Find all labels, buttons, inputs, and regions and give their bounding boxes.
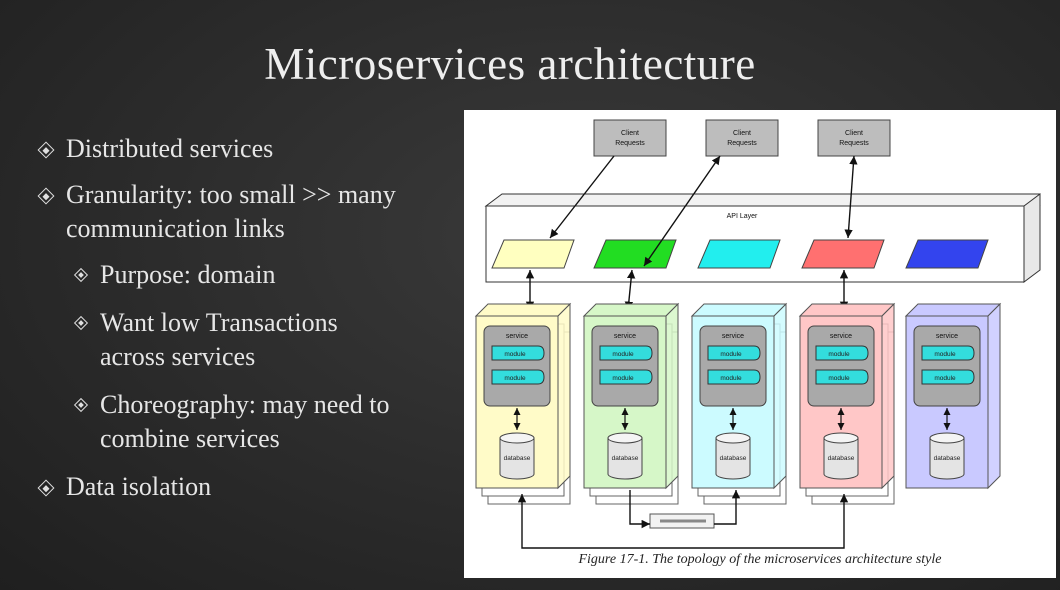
module-label: module: [504, 375, 526, 382]
channel-connector: [517, 494, 849, 549]
diamond-bullet-icon: [73, 397, 89, 413]
database-label: database: [720, 455, 747, 462]
service-label: service: [936, 333, 958, 340]
client-label-line2: Requests: [615, 140, 645, 147]
bullet-text: Choreography: may need to combine servic…: [100, 390, 390, 453]
request-arrow: [643, 155, 721, 267]
bullet-item: Distributed services: [36, 132, 456, 166]
client-label-line2: Requests: [727, 140, 757, 147]
service-component: service module module database: [474, 302, 572, 505]
slide-title: Microservices architecture: [264, 39, 756, 89]
client-requests-box: Client Requests: [593, 119, 667, 157]
service-label: service: [830, 333, 852, 340]
service-component: service module module database: [798, 302, 896, 505]
bullet-item: Data isolation: [36, 470, 456, 504]
diamond-bullet-icon: [37, 479, 55, 497]
module-box: [921, 345, 975, 361]
figure-caption: Figure 17-1. The topology of the microse…: [578, 552, 942, 567]
module-label: module: [828, 351, 850, 358]
database-label: database: [828, 455, 855, 462]
bullet-text: Data isolation: [66, 472, 212, 501]
database-cylinder: [715, 432, 751, 444]
module-label: module: [612, 351, 634, 358]
diamond-bullet-icon: [73, 315, 89, 331]
sub-bullet-item: Purpose: domain: [36, 258, 456, 292]
api-layer: API Layer: [484, 193, 1041, 283]
diamond-bullet-icon: [37, 141, 55, 159]
client-requests-box: Client Requests: [705, 119, 779, 157]
module-box: [491, 345, 545, 361]
client-label-line1: Client: [845, 130, 863, 137]
service-component: service module module database: [904, 302, 1002, 490]
database-cylinder: [929, 432, 965, 444]
module-box: [599, 345, 653, 361]
database-cylinder: [499, 432, 535, 444]
api-endpoint: [801, 239, 885, 269]
module-label: module: [934, 351, 956, 358]
module-box: [921, 369, 975, 385]
module-label: module: [504, 351, 526, 358]
module-box: [815, 345, 869, 361]
api-endpoint: [905, 239, 989, 269]
service-label: service: [614, 333, 636, 340]
module-box: [707, 345, 761, 361]
module-label: module: [720, 351, 742, 358]
module-label: module: [934, 375, 956, 382]
database-label: database: [934, 455, 961, 462]
sub-bullet-item: Want low Transactions across services: [36, 306, 456, 374]
bullet-item: Granularity: too small >> many communica…: [36, 178, 456, 246]
client-label-line1: Client: [733, 130, 751, 137]
client-label-line1: Client: [621, 130, 639, 137]
database-label: database: [612, 455, 639, 462]
diamond-bullet-icon: [37, 187, 55, 205]
api-endpoint: [491, 239, 575, 269]
client-label-line2: Requests: [839, 140, 869, 147]
database-cylinder: [607, 432, 643, 444]
module-label: module: [828, 375, 850, 382]
database-cylinder: [823, 432, 859, 444]
module-box: [815, 369, 869, 385]
api-endpoint: [593, 239, 677, 269]
request-arrow: [844, 155, 858, 239]
module-label: module: [720, 375, 742, 382]
bullet-text: Distributed services: [66, 134, 274, 163]
bullet-list: Distributed services Granularity: too sm…: [36, 132, 456, 504]
module-box: [707, 369, 761, 385]
service-label: service: [722, 333, 744, 340]
service-arrow: [624, 269, 636, 311]
sub-bullet-item: Choreography: may need to combine servic…: [36, 388, 456, 456]
module-label: module: [612, 375, 634, 382]
request-arrow: [549, 155, 615, 239]
api-layer-label: API Layer: [727, 213, 758, 220]
module-box: [599, 369, 653, 385]
api-endpoint: [697, 239, 781, 269]
module-box: [491, 369, 545, 385]
architecture-figure: Client Requests Client Requests Client R…: [464, 110, 1056, 578]
topology-diagram: Client Requests Client Requests Client R…: [474, 119, 1041, 549]
database-label: database: [504, 455, 531, 462]
service-component: service module module database: [582, 302, 680, 505]
bullet-text: Purpose: domain: [100, 260, 276, 289]
diamond-bullet-icon: [73, 267, 89, 283]
client-requests-box: Client Requests: [817, 119, 891, 157]
service-label: service: [506, 333, 528, 340]
bullet-text: Granularity: too small >> many communica…: [66, 180, 396, 243]
bullet-text: Want low Transactions across services: [100, 308, 338, 371]
service-component: service module module database: [690, 302, 788, 505]
